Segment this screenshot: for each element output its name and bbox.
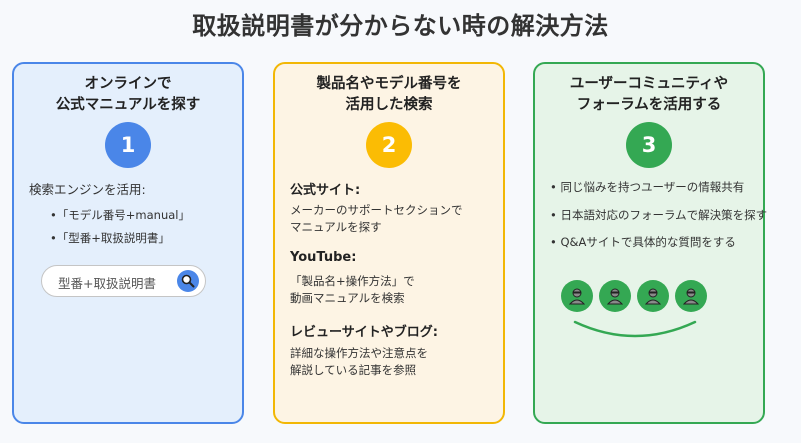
card-title: ユーザーコミュニティや フォーラムを活用する bbox=[535, 74, 763, 116]
section-heading: 公式サイト: bbox=[290, 183, 361, 198]
card-title-line: フォーラムを活用する bbox=[576, 97, 722, 113]
person-icon bbox=[637, 280, 669, 312]
section-text: メーカーのサポートセクションで bbox=[290, 203, 463, 217]
bullet-item: • 日本語対応のフォーラムで解決策を探す bbox=[550, 208, 768, 222]
page-title: 取扱説明書が分からない時の解決方法 bbox=[192, 12, 609, 40]
connection-arc bbox=[573, 320, 697, 338]
section-text: 詳細な操作方法や注意点を bbox=[290, 346, 428, 360]
step-number-badge: 3 bbox=[626, 122, 672, 168]
search-input[interactable]: 型番+取扱説明書 bbox=[41, 265, 206, 297]
card-intro-text: 検索エンジンを活用: bbox=[29, 182, 146, 197]
card-title-line: オンラインで bbox=[84, 76, 172, 92]
section-heading: レビューサイトやブログ: bbox=[290, 325, 438, 340]
card-title-line: 活用した検索 bbox=[345, 97, 433, 113]
card-user-community: ユーザーコミュニティや フォーラムを活用する 3 • 同じ悩みを持つユーザーの情… bbox=[533, 62, 768, 424]
card-title-line: 製品名やモデル番号を bbox=[316, 76, 462, 92]
step-number-badge: 1 bbox=[105, 122, 151, 168]
card-title-line: 公式マニュアルを探す bbox=[55, 97, 201, 113]
search-icon[interactable] bbox=[177, 270, 199, 292]
card-title: 製品名やモデル番号を 活用した検索 bbox=[275, 74, 503, 116]
person-icon bbox=[561, 280, 593, 312]
step-number-badge: 2 bbox=[366, 122, 412, 168]
card-product-search: 製品名やモデル番号を 活用した検索 2 公式サイト: メーカーのサポートセクショ… bbox=[273, 62, 505, 424]
bullet-item: •「型番+取扱説明書」 bbox=[50, 231, 170, 245]
bullet-item: • Q&Aサイトで具体的な質問をする bbox=[550, 235, 736, 249]
section-text: マニュアルを探す bbox=[290, 220, 382, 234]
section-text: 動画マニュアルを検索 bbox=[290, 291, 405, 305]
bullet-item: •「モデル番号+manual」 bbox=[50, 208, 190, 222]
section-heading: YouTube: bbox=[290, 250, 357, 265]
card-title-line: ユーザーコミュニティや bbox=[569, 76, 729, 92]
card-official-manual: オンラインで 公式マニュアルを探す 1 検索エンジンを活用: •「モデル番号+m… bbox=[12, 62, 244, 424]
card-title: オンラインで 公式マニュアルを探す bbox=[14, 74, 242, 116]
section-text: 「製品名+操作方法」で bbox=[290, 274, 415, 288]
section-text: 解説している記事を参照 bbox=[290, 363, 417, 377]
bullet-item: • 同じ悩みを持つユーザーの情報共有 bbox=[550, 180, 745, 194]
person-icon bbox=[599, 280, 631, 312]
person-icon bbox=[675, 280, 707, 312]
search-placeholder: 型番+取扱説明書 bbox=[58, 276, 156, 291]
